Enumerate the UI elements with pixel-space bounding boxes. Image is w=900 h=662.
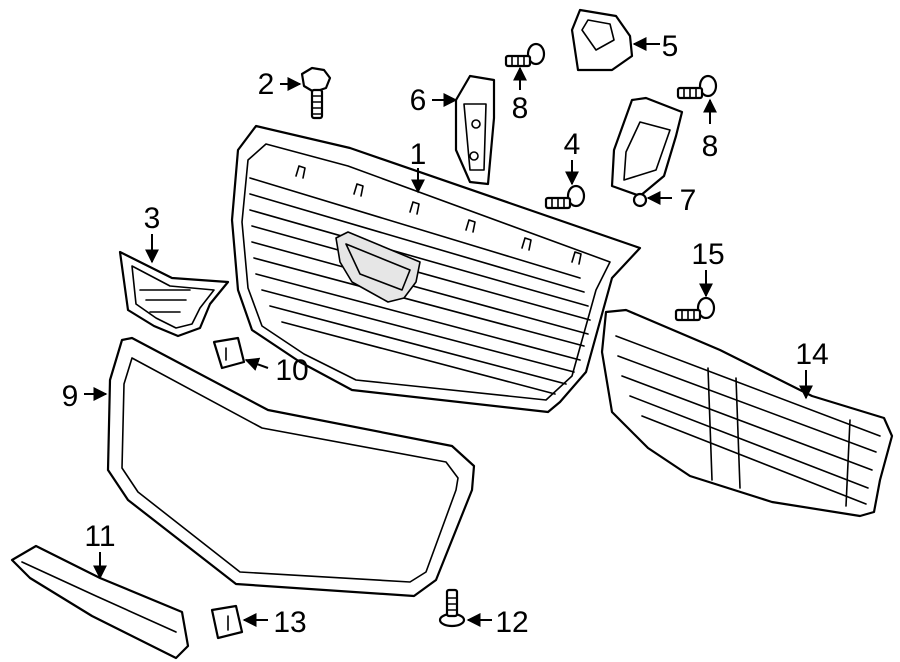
callout-labels: 1 2 3 4 5 6 7 8 8 9 10 11 12 13 14 15 (62, 30, 829, 639)
callout-10: 10 (275, 354, 308, 387)
molding-9 (106, 336, 476, 598)
callout-12: 12 (495, 606, 528, 639)
callout-9: 9 (62, 380, 79, 413)
callout-1: 1 (410, 138, 427, 171)
callout-8b: 8 (702, 130, 719, 163)
callout-13: 13 (273, 606, 306, 639)
bracket-6 (454, 74, 496, 186)
callout-2: 2 (258, 68, 275, 101)
cap-5 (570, 8, 634, 72)
emblem-3 (118, 250, 230, 338)
upper-grille (230, 124, 642, 414)
bolt-15 (674, 296, 716, 322)
callout-15: 15 (691, 238, 724, 271)
bolt-12 (438, 588, 466, 628)
molding-11 (10, 544, 190, 660)
bolt-4 (544, 184, 586, 210)
callout-11: 11 (84, 520, 115, 553)
callout-4: 4 (564, 128, 581, 161)
clip-13 (210, 604, 244, 640)
callout-6: 6 (410, 84, 427, 117)
leader-lines (84, 37, 813, 627)
bracket-7 (610, 96, 684, 208)
callout-3: 3 (144, 202, 161, 235)
bolt-8b (676, 74, 718, 100)
callout-5: 5 (662, 30, 679, 63)
bolt-8a (504, 42, 546, 68)
bolt-2 (300, 66, 332, 120)
callout-7: 7 (680, 184, 697, 217)
lower-grille-14 (600, 308, 894, 518)
clip-10 (212, 336, 246, 370)
callout-14: 14 (795, 338, 828, 371)
callout-8a: 8 (512, 92, 529, 125)
